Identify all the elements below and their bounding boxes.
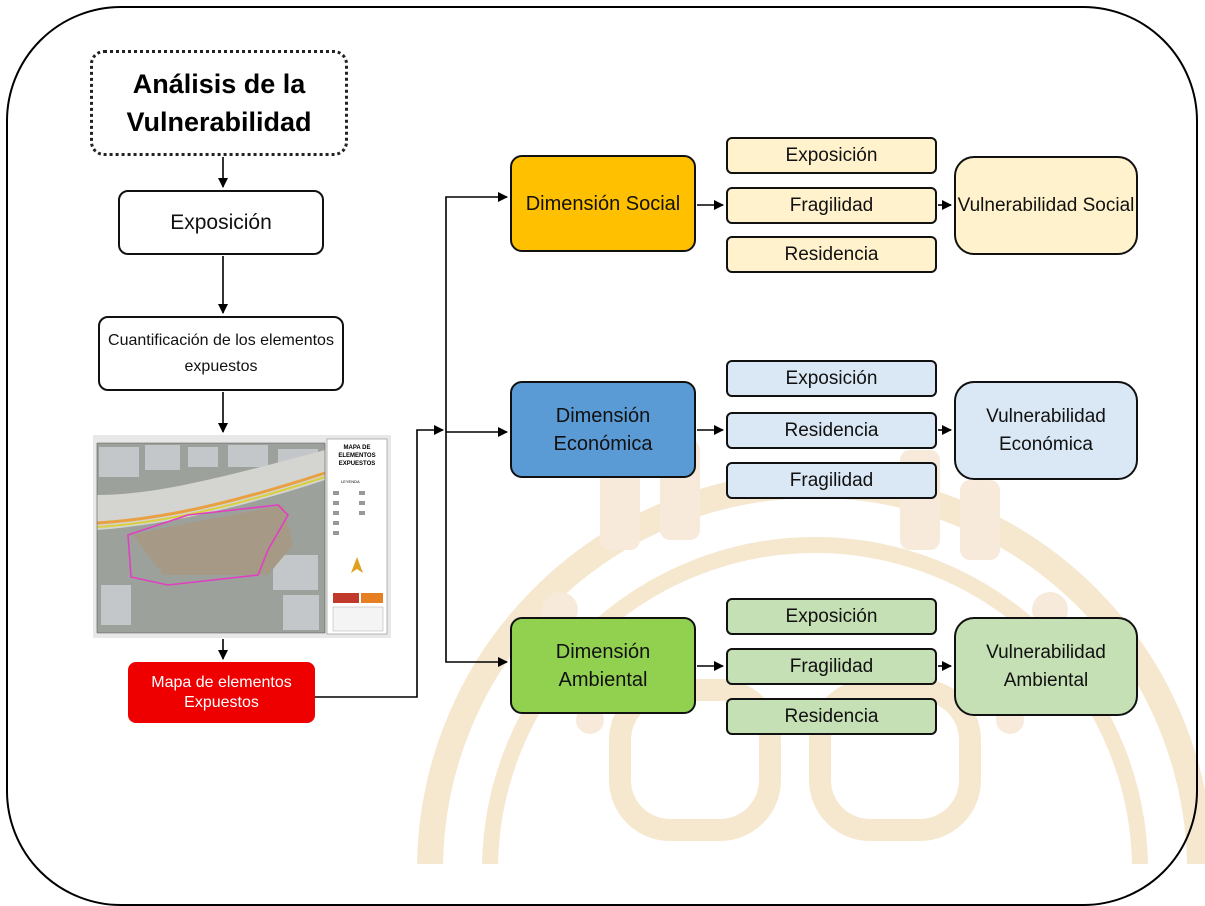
svg-text:MAPA DE: MAPA DE [344, 445, 371, 451]
ambiental-factor-exposicion: Exposición [726, 598, 937, 635]
dimension-economica-box: Dimensión Económica [510, 381, 696, 478]
social-factor-fragilidad: Fragilidad [726, 187, 937, 224]
diagram-title: Análisis de la Vulnerabilidad [90, 50, 348, 156]
social-factor-exposicion: Exposición [726, 137, 937, 174]
social-factor-residencia: Residencia [726, 236, 937, 273]
dimension-ambiental-box: Dimensión Ambiental [510, 617, 696, 714]
ambiental-factor-residencia: Residencia [726, 698, 937, 735]
svg-text:LEYENDA: LEYENDA [341, 479, 360, 484]
vulnerabilidad-social-box: Vulnerabilidad Social [954, 156, 1138, 255]
connector-lines [218, 157, 952, 698]
exposicion-box: Exposición [118, 190, 324, 255]
dimension-social-box: Dimensión Social [510, 155, 696, 252]
exposed-elements-map-thumbnail: MAPA DE ELEMENTOS EXPUESTOS LEYENDA [93, 435, 391, 638]
economica-factor-exposicion: Exposición [726, 360, 937, 397]
cuantificacion-box: Cuantificación de los elementos expuesto… [98, 316, 344, 391]
ambiental-factor-fragilidad: Fragilidad [726, 648, 937, 685]
vulnerabilidad-ambiental-box: Vulnerabilidad Ambiental [954, 617, 1138, 716]
economica-factor-residencia: Residencia [726, 412, 937, 449]
vulnerabilidad-economica-box: Vulnerabilidad Económica [954, 381, 1138, 480]
economica-factor-fragilidad: Fragilidad [726, 462, 937, 499]
svg-text:ELEMENTOS: ELEMENTOS [338, 453, 375, 459]
svg-text:EXPUESTOS: EXPUESTOS [339, 461, 376, 467]
mapa-elementos-expuestos-box: Mapa de elementos Expuestos [128, 662, 315, 723]
